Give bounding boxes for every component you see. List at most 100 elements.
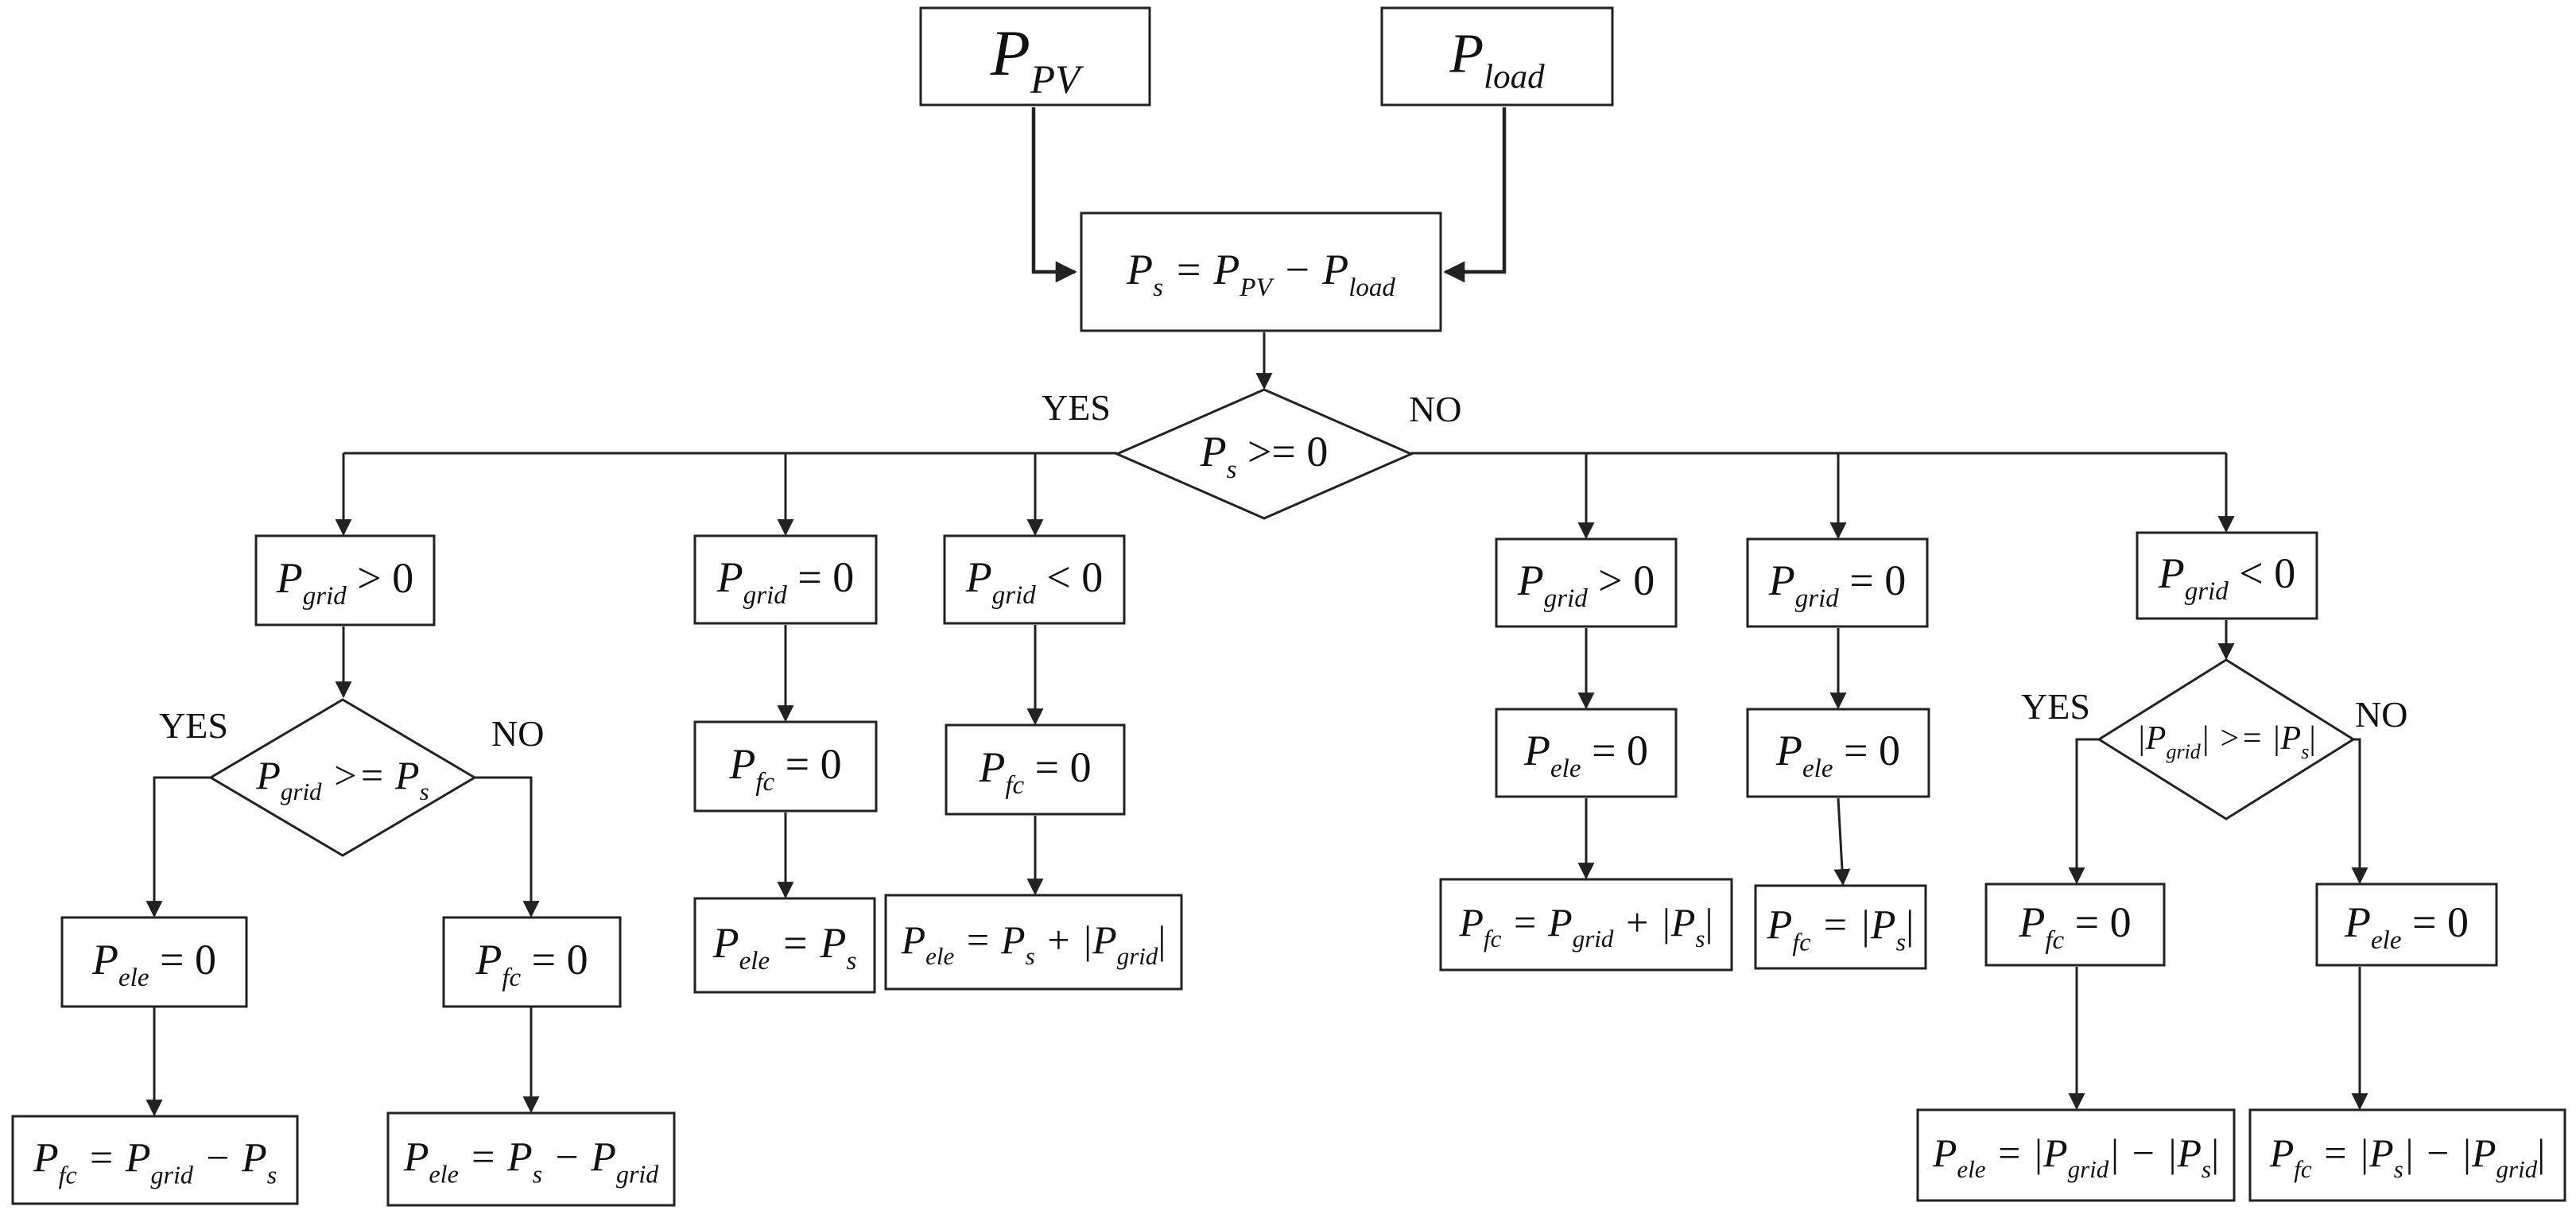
l2-pele-equation-box-label: Pele = Ps	[712, 919, 857, 976]
r3-pele-zero-box: Pele = 0	[2315, 882, 2498, 967]
r1-pgrid-positive-box-label: Pgrid > 0	[1517, 557, 1655, 613]
l1-pele-equation-box-label: Pele = Ps − Pgrid	[403, 1135, 660, 1189]
input-pload-box: Pload	[1380, 6, 1614, 107]
left-no-label: NO	[491, 713, 544, 754]
l3-pgrid-negative-box-label: Pgrid < 0	[965, 553, 1103, 610]
right-yes-label: YES	[2021, 686, 2090, 727]
l1-pele-zero-box: Pele = 0	[60, 916, 248, 1008]
l3-pele-equation-box: Pele = Ps + |Pgrid|	[884, 894, 1183, 991]
input-ppv-box-shape	[919, 6, 1151, 107]
l3-pele-equation-box-label: Pele = Ps + |Pgrid|	[901, 917, 1166, 970]
nodes: PPV Pload Ps = PPV − Pload Ps >= 0 Pgrid > 0…	[11, 6, 2566, 1207]
l1-pfc-equation-box-shape	[11, 1115, 299, 1205]
l1-pgrid-positive-box-shape	[254, 534, 436, 626]
r3-pfc-equation-box-shape	[2248, 1108, 2566, 1202]
edge-l1-no-branch	[475, 776, 540, 918]
r1-pele-zero-box: Pele = 0	[1495, 708, 1678, 798]
r2-pele-zero-box: Pele = 0	[1746, 708, 1930, 798]
r1-pele-zero-box-shape	[1495, 708, 1678, 798]
decision-ps-nonneg-label: Ps >= 0	[1200, 428, 1329, 484]
l3-pgrid-negative-box-shape	[943, 534, 1126, 625]
edge-ppv-to-ps	[1031, 107, 1077, 283]
r2-pele-zero-box-label: Pele = 0	[1775, 727, 1900, 783]
l3-pfc-zero-box: Pfc = 0	[945, 723, 1126, 816]
edge-r3-yes-branch	[2068, 738, 2099, 885]
r3-pfc-zero-box-shape	[1984, 882, 2166, 967]
r1-pele-zero-box-label: Pele = 0	[1523, 727, 1648, 783]
r2-pfc-equation-box: Pfc = |Ps|	[1754, 884, 1927, 970]
r3-pgrid-negative-box-label: Pgrid < 0	[2158, 549, 2295, 606]
decision-abs-pgrid-ge-abs-ps-shape	[2097, 658, 2356, 820]
r3-pele-zero-box-shape	[2315, 882, 2498, 967]
branch-labels: YES NO YES NO YES NO	[159, 387, 2407, 754]
decision-abs-pgrid-ge-abs-ps-label: |Pgrid| >= |Ps|	[2136, 720, 2316, 763]
r3-pgrid-negative-box-shape	[2136, 531, 2318, 620]
top-no-label: NO	[1409, 389, 1461, 429]
l2-pfc-zero-box-shape	[693, 720, 878, 813]
r2-pgrid-zero-box: Pgrid = 0	[1746, 537, 1929, 628]
decision-ps-nonneg: Ps >= 0	[1114, 388, 1414, 520]
edge-pload-to-ps	[1443, 107, 1507, 283]
l1-pfc-zero-box-shape	[442, 916, 622, 1008]
r3-pele-equation-box-label: Pele = |Pgrid| − |Ps|	[1932, 1131, 2219, 1183]
input-ppv-box-label: PPV	[990, 17, 1084, 103]
input-pload-box-shape	[1380, 6, 1614, 107]
r3-pfc-equation-box-label: Pfc = |Ps| − |Pgrid|	[2269, 1131, 2546, 1183]
decision-ps-nonneg-shape	[1114, 388, 1414, 520]
l2-pele-equation-box-shape	[693, 897, 876, 994]
r3-pele-zero-box-label: Pele = 0	[2344, 898, 2469, 955]
input-ppv-box: PPV	[919, 6, 1151, 107]
decision-abs-pgrid-ge-abs-ps: |Pgrid| >= |Ps|	[2097, 658, 2356, 820]
l1-pfc-zero-box: Pfc = 0	[442, 916, 622, 1008]
r2-pfc-equation-box-label: Pfc = |Ps|	[1767, 903, 1915, 956]
l1-pele-zero-box-shape	[60, 916, 248, 1008]
r1-pgrid-positive-box-shape	[1495, 537, 1678, 628]
r2-pele-zero-box-shape	[1746, 708, 1930, 798]
input-pload-box-label: Pload	[1449, 24, 1545, 96]
l1-pele-equation-box: Pele = Ps − Pgrid	[386, 1111, 676, 1207]
r3-pgrid-negative-box: Pgrid < 0	[2136, 531, 2318, 620]
l3-pgrid-negative-box: Pgrid < 0	[943, 534, 1126, 625]
r3-pfc-zero-box-label: Pfc = 0	[2018, 898, 2131, 955]
r1-pfc-equation-box: Pfc = Pgrid + |Ps|	[1439, 878, 1733, 972]
r3-pfc-zero-box: Pfc = 0	[1984, 882, 2166, 967]
r3-pele-equation-box: Pele = |Pgrid| − |Ps|	[1916, 1108, 2236, 1202]
l1-pfc-zero-box-label: Pfc = 0	[475, 936, 588, 992]
l2-pgrid-zero-box-shape	[693, 534, 878, 625]
ps-equation-box-label: Ps = PPV − Pload	[1126, 246, 1395, 302]
top-yes-label: YES	[1042, 387, 1111, 428]
r1-pgrid-positive-box: Pgrid > 0	[1495, 537, 1678, 628]
l1-pele-equation-box-shape	[386, 1111, 676, 1207]
l2-pfc-zero-box: Pfc = 0	[693, 720, 878, 813]
edge-r3-no-branch	[2351, 738, 2368, 885]
edge-l1-yes-branch	[145, 776, 211, 918]
left-yes-label: YES	[159, 705, 228, 746]
r2-pgrid-zero-box-shape	[1746, 537, 1929, 628]
ps-equation-box-shape	[1080, 211, 1442, 332]
r3-pele-equation-box-shape	[1916, 1108, 2236, 1202]
l3-pfc-zero-box-shape	[945, 723, 1126, 816]
ps-equation-box: Ps = PPV − Pload	[1080, 211, 1442, 332]
r1-pfc-equation-box-shape	[1439, 878, 1733, 972]
l1-pfc-equation-box-label: Pfc = Pgrid − Ps	[33, 1136, 277, 1189]
r2-pgrid-zero-box-label: Pgrid = 0	[1768, 557, 1906, 613]
l2-pgrid-zero-box: Pgrid = 0	[693, 534, 878, 625]
r3-pfc-equation-box: Pfc = |Ps| − |Pgrid|	[2248, 1108, 2566, 1202]
right-no-label: NO	[2355, 694, 2407, 735]
decision-pgrid-ge-ps: Pgrid >= Ps	[208, 698, 477, 857]
l2-pgrid-zero-box-label: Pgrid = 0	[716, 553, 854, 610]
l3-pfc-zero-box-label: Pfc = 0	[978, 743, 1091, 800]
l1-pgrid-positive-box: Pgrid > 0	[254, 534, 436, 626]
edges	[145, 107, 2368, 1117]
edge-r2-ele-to-fc	[1833, 797, 1851, 886]
l3-pele-equation-box-shape	[884, 894, 1183, 991]
r1-pfc-equation-box-label: Pfc = Pgrid + |Ps|	[1458, 900, 1713, 952]
l2-pele-equation-box: Pele = Ps	[693, 897, 876, 994]
decision-pgrid-ge-ps-label: Pgrid >= Ps	[255, 753, 429, 805]
decision-pgrid-ge-ps-shape	[208, 698, 477, 857]
l1-pgrid-positive-box-label: Pgrid > 0	[276, 554, 413, 611]
l1-pele-zero-box-label: Pele = 0	[91, 936, 216, 992]
l2-pfc-zero-box-label: Pfc = 0	[728, 740, 841, 797]
r2-pfc-equation-box-shape	[1754, 884, 1927, 970]
